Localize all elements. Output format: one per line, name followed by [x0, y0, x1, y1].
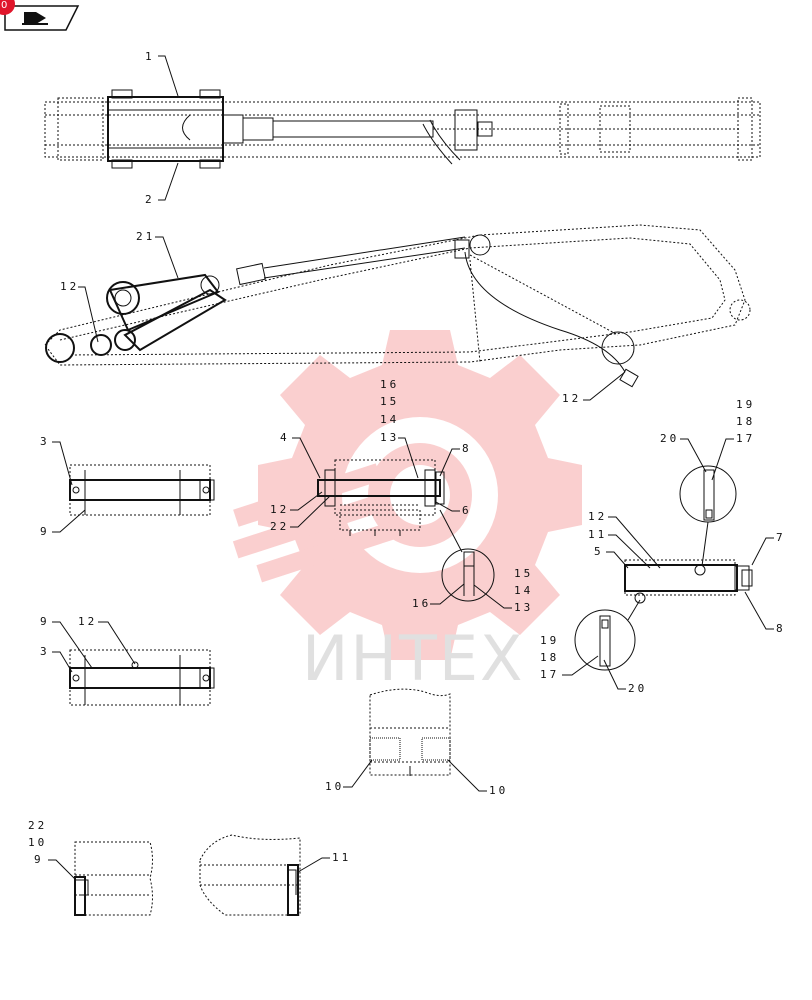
- svg-text:19: 19: [540, 634, 559, 647]
- svg-text:8: 8: [462, 442, 472, 455]
- svg-text:12: 12: [562, 392, 581, 405]
- svg-text:6: 6: [462, 504, 472, 517]
- svg-text:22: 22: [28, 819, 47, 832]
- pin-detail-2: [69, 649, 215, 706]
- svg-text:3: 3: [40, 645, 50, 658]
- svg-text:15: 15: [514, 567, 533, 580]
- pin-detail-right: [574, 465, 753, 671]
- callouts-center-detail: 15 14 13 16: [412, 509, 533, 614]
- watermark-text: ИНТЕХ: [302, 622, 525, 695]
- svg-text:12: 12: [588, 510, 607, 523]
- seal-detail-right: [199, 834, 301, 916]
- svg-text:13: 13: [380, 431, 399, 444]
- svg-text:10: 10: [325, 780, 344, 793]
- svg-text:8: 8: [776, 622, 786, 635]
- svg-text:12: 12: [78, 615, 97, 628]
- callout-s3-3: 3: [40, 645, 73, 673]
- svg-text:9: 9: [34, 853, 44, 866]
- callout-s2-4: 4: [280, 431, 321, 479]
- svg-text:9: 9: [40, 615, 50, 628]
- svg-text:18: 18: [736, 415, 755, 428]
- callout-21: 21: [136, 230, 179, 279]
- boom-side-view: [44, 224, 751, 388]
- svg-text:13: 13: [514, 601, 533, 614]
- callout-s1-9: 9: [40, 509, 86, 538]
- svg-text:18: 18: [540, 651, 559, 664]
- svg-text:5: 5: [594, 545, 604, 558]
- callout-s7-11: 11: [297, 851, 351, 873]
- svg-text:9: 9: [40, 525, 50, 538]
- svg-text:12: 12: [60, 280, 79, 293]
- pin-detail-1: [69, 464, 215, 516]
- callout-s1-3: 3: [40, 435, 73, 486]
- callout-s2-12: 12: [270, 491, 323, 516]
- svg-text:20: 20: [660, 432, 679, 445]
- svg-text:22: 22: [270, 520, 289, 533]
- svg-text:10: 10: [28, 836, 47, 849]
- notification-badge: 0: [0, 0, 15, 15]
- svg-text:11: 11: [332, 851, 351, 864]
- callouts-right-top: 19 18 17 20: [660, 398, 755, 481]
- svg-text:21: 21: [136, 230, 155, 243]
- svg-text:14: 14: [380, 413, 399, 426]
- callouts-right-side: 12 11 5 7 8: [588, 510, 786, 635]
- svg-text:12: 12: [270, 503, 289, 516]
- svg-text:2: 2: [145, 193, 155, 206]
- callout-12-left: 12: [60, 280, 99, 343]
- callout-1: 1: [145, 50, 179, 97]
- svg-text:17: 17: [540, 668, 559, 681]
- svg-text:16: 16: [380, 378, 399, 391]
- svg-text:19: 19: [736, 398, 755, 411]
- svg-text:4: 4: [280, 431, 290, 444]
- book-arrow-icon: [22, 12, 48, 25]
- nav-book-button[interactable]: [4, 5, 80, 31]
- svg-text:17: 17: [736, 432, 755, 445]
- callout-s3-12: 12: [78, 615, 136, 665]
- boom-top-view: [44, 89, 761, 169]
- svg-text:20: 20: [628, 682, 647, 695]
- svg-text:14: 14: [514, 584, 533, 597]
- callout-s2-6: 6: [435, 501, 472, 517]
- svg-text:0: 0: [1, 0, 7, 11]
- callout-s2-22: 22: [270, 495, 331, 533]
- svg-text:10: 10: [489, 784, 508, 797]
- svg-text:15: 15: [380, 395, 399, 408]
- svg-text:3: 3: [40, 435, 50, 448]
- callout-s2-8: 8: [439, 442, 472, 477]
- callout-s3-9: 9: [40, 615, 93, 669]
- svg-text:1: 1: [145, 50, 155, 63]
- svg-text:7: 7: [776, 531, 786, 544]
- callout-s5-10-left: 10: [325, 759, 373, 793]
- seal-detail-left: [74, 841, 153, 916]
- callouts-center-stack: 16 15 14 13: [380, 378, 419, 479]
- bushing-detail: [369, 688, 451, 776]
- callouts-bottom-left: 22 10 9: [28, 819, 77, 881]
- svg-text:16: 16: [412, 597, 431, 610]
- svg-text:11: 11: [588, 528, 607, 541]
- callout-2: 2: [145, 162, 179, 206]
- callout-12-right: 12: [562, 371, 626, 405]
- callouts-right-bottom: 19 18 17 20: [540, 634, 647, 695]
- callout-s5-10-right: 10: [447, 759, 508, 797]
